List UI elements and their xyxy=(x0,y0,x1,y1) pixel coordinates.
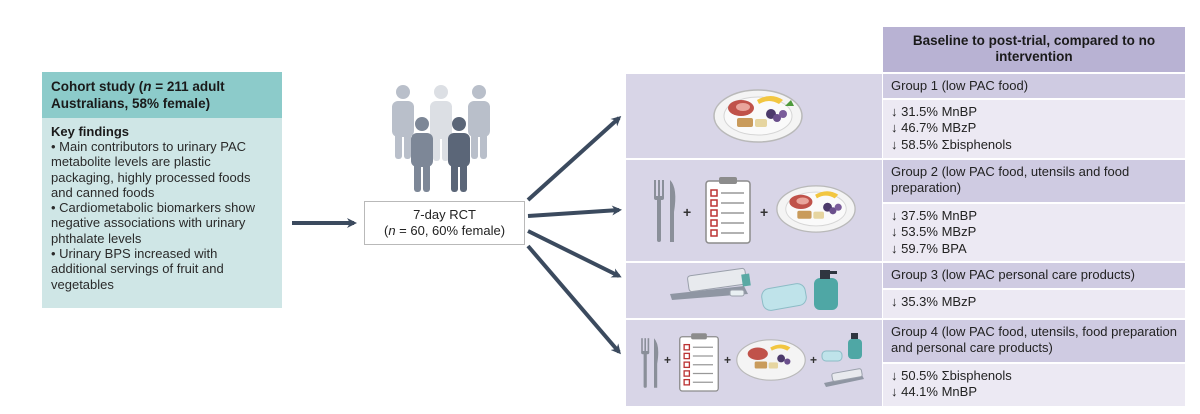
result-line: ↓ 31.5% MnBP xyxy=(891,104,977,119)
group-3-panel xyxy=(626,263,882,318)
result-line: ↓ 58.5% Σbisphenols xyxy=(891,136,1012,152)
finding-item: • Cardiometabolic biomarkers show negati… xyxy=(51,200,255,246)
result-line: ↓ 50.5% Σbisphenols xyxy=(891,368,1012,383)
group-2-results: ↓ 37.5% MnBP ↓ 53.5% MBzP ↓ 59.7% BPA xyxy=(883,204,1185,261)
result-line: ↓ 37.5% MnBP xyxy=(891,208,977,223)
plus-sign: + xyxy=(810,353,818,367)
group-3-title: Group 3 (low PAC personal care products) xyxy=(883,263,1185,288)
food-plate-icon xyxy=(776,185,856,233)
people-icon xyxy=(392,85,490,192)
group-3-results: ↓ 35.3% MBzP xyxy=(883,290,1185,318)
result-line: ↓ 59.7% BPA xyxy=(891,240,967,256)
cohort-study-box: Cohort study (n = 211 adult Australians,… xyxy=(42,72,282,308)
cutlery-icon xyxy=(641,338,659,388)
personal-care-icon xyxy=(821,333,864,387)
checklist-icon xyxy=(705,177,751,244)
food-plate-icon xyxy=(713,89,803,143)
checklist-icon xyxy=(679,333,719,392)
plus-sign: + xyxy=(664,353,672,367)
cohort-body: Key findings • Main contributors to urin… xyxy=(42,118,282,298)
result-line: ↓ 53.5% MBzP xyxy=(891,224,977,240)
rct-label: 7-day RCT xyxy=(413,207,476,222)
cutlery-icon xyxy=(654,180,676,242)
arrow-to-group-4 xyxy=(526,244,621,355)
key-findings-heading: Key findings xyxy=(51,124,130,139)
group-4-title: Group 4 (low PAC food, utensils, food pr… xyxy=(883,320,1185,362)
finding-item: • Urinary BPS increased with additional … xyxy=(51,246,224,292)
food-plate-icon xyxy=(736,339,806,381)
personal-care-icon xyxy=(670,267,838,311)
group-4-results: ↓ 50.5% Σbisphenols ↓ 44.1% MnBP xyxy=(883,364,1185,406)
plus-sign: + xyxy=(724,353,732,367)
result-line: ↓ 46.7% MBzP xyxy=(891,120,977,136)
group-1-title: Group 1 (low PAC food) xyxy=(883,74,1185,98)
arrow-to-group-3 xyxy=(527,229,622,278)
plus-sign: + xyxy=(760,204,769,220)
plus-sign: + xyxy=(683,204,692,220)
result-line: ↓ 35.3% MBzP xyxy=(891,294,977,309)
result-line: ↓ 44.1% MnBP xyxy=(891,384,977,400)
group-2-title: Group 2 (low PAC food, utensils and food… xyxy=(883,160,1185,202)
arrow-to-group-2 xyxy=(527,205,622,218)
arrow-to-group-1 xyxy=(526,115,622,202)
rct-box: 7-day RCT (n = 60, 60% female) xyxy=(364,201,525,245)
cohort-header: Cohort study (n = 211 adult Australians,… xyxy=(42,72,282,118)
cohort-title: Cohort study (n = 211 adult Australians,… xyxy=(51,79,225,111)
group-1-results: ↓ 31.5% MnBP ↓ 46.7% MBzP ↓ 58.5% Σbisph… xyxy=(883,100,1185,158)
finding-item: • Main contributors to urinary PAC metab… xyxy=(51,139,251,200)
table-header: Baseline to post-trial, compared to no i… xyxy=(883,27,1185,72)
rct-sample: (n = 60, 60% female) xyxy=(383,223,506,238)
